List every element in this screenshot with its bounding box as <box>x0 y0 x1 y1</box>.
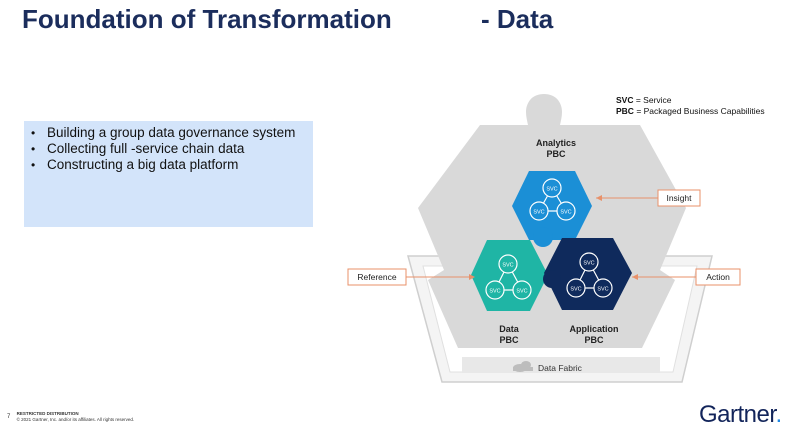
bullet-dot-icon: • <box>31 142 36 156</box>
svg-text:Reference: Reference <box>357 272 396 282</box>
title-suffix: - Data <box>481 4 554 34</box>
svg-text:Insight: Insight <box>666 193 692 203</box>
svg-text:SVC: SVC <box>516 289 527 295</box>
svg-text:Action: Action <box>706 272 730 282</box>
footer-text: RESTRICTED DISTRIBUTION © 2021 Gartner, … <box>17 411 135 423</box>
pbc-diagram: Data Fabric Analytics PBC SVC SVC SVC SV… <box>347 94 741 383</box>
callout-reference: Reference <box>347 268 475 286</box>
logo-dot: . <box>775 401 783 428</box>
footer: 7 RESTRICTED DISTRIBUTION © 2021 Gartner… <box>7 411 134 423</box>
cloud-icon <box>513 361 533 372</box>
svg-text:SVC: SVC <box>583 261 594 267</box>
svg-text:SVC: SVC <box>533 210 544 216</box>
legend-text: = Packaged Business Capabilities <box>633 106 765 116</box>
logo-text: Gartner <box>699 401 776 428</box>
bullet-item: • Collecting full -service chain data <box>24 141 313 157</box>
application-label-1: Application <box>570 324 619 334</box>
fabric-label: Data Fabric <box>538 363 583 373</box>
bullet-item: • Constructing a big data platform <box>24 157 313 173</box>
bullet-dot-icon: • <box>31 126 36 140</box>
gartner-logo: Gartner. <box>699 401 782 429</box>
svg-text:SVC: SVC <box>570 287 581 293</box>
bullet-item: • Building a group data governance system <box>24 125 313 141</box>
legend-item-svc: SVC = Service <box>616 95 765 106</box>
legend-abbr: PBC <box>616 106 634 116</box>
analytics-svc-nodes: SVC SVC SVC <box>529 178 576 221</box>
bullet-dot-icon: • <box>31 158 36 172</box>
analytics-knob <box>533 227 553 247</box>
svg-text:SVC: SVC <box>502 263 513 269</box>
application-label-2: PBC <box>584 335 604 345</box>
callout-insight: Insight <box>596 189 701 207</box>
callout-action: Action <box>632 268 741 286</box>
bullet-box: • Building a group data governance system… <box>24 121 313 227</box>
bullet-text: Building a group data governance system <box>47 125 296 140</box>
legend: SVC = Service PBC = Packaged Business Ca… <box>616 95 765 117</box>
fabric-bar <box>462 357 660 373</box>
page-number: 7 <box>7 414 11 420</box>
application-knob <box>543 270 561 288</box>
analytics-label-1: Analytics <box>536 138 576 148</box>
analytics-hexagon <box>512 171 592 240</box>
bullet-list: • Building a group data governance system… <box>24 121 313 173</box>
bullet-text: Collecting full -service chain data <box>47 141 245 156</box>
svg-text:SVC: SVC <box>597 287 608 293</box>
data-label-1: Data <box>499 324 520 334</box>
svg-text:SVC: SVC <box>489 289 500 295</box>
data-label-2: PBC <box>499 335 519 345</box>
copyright: © 2021 Gartner, Inc. and/or its affiliat… <box>16 417 135 422</box>
bullet-text: Constructing a big data platform <box>47 157 239 172</box>
slide-title: Foundation of Transformation - Data <box>22 4 553 35</box>
legend-item-pbc: PBC = Packaged Business Capabilities <box>616 106 765 117</box>
analytics-label-2: PBC <box>546 149 566 159</box>
legend-text: = Service <box>633 95 672 105</box>
title-main: Foundation of Transformation <box>22 4 392 34</box>
data-svc-nodes: SVC SVC SVC <box>485 254 532 300</box>
svg-text:SVC: SVC <box>560 210 571 216</box>
restricted-label: RESTRICTED DISTRIBUTION <box>16 411 79 416</box>
svg-text:SVC: SVC <box>546 187 557 193</box>
legend-abbr: SVC <box>616 95 634 105</box>
application-svc-nodes: SVC SVC SVC <box>566 252 613 298</box>
